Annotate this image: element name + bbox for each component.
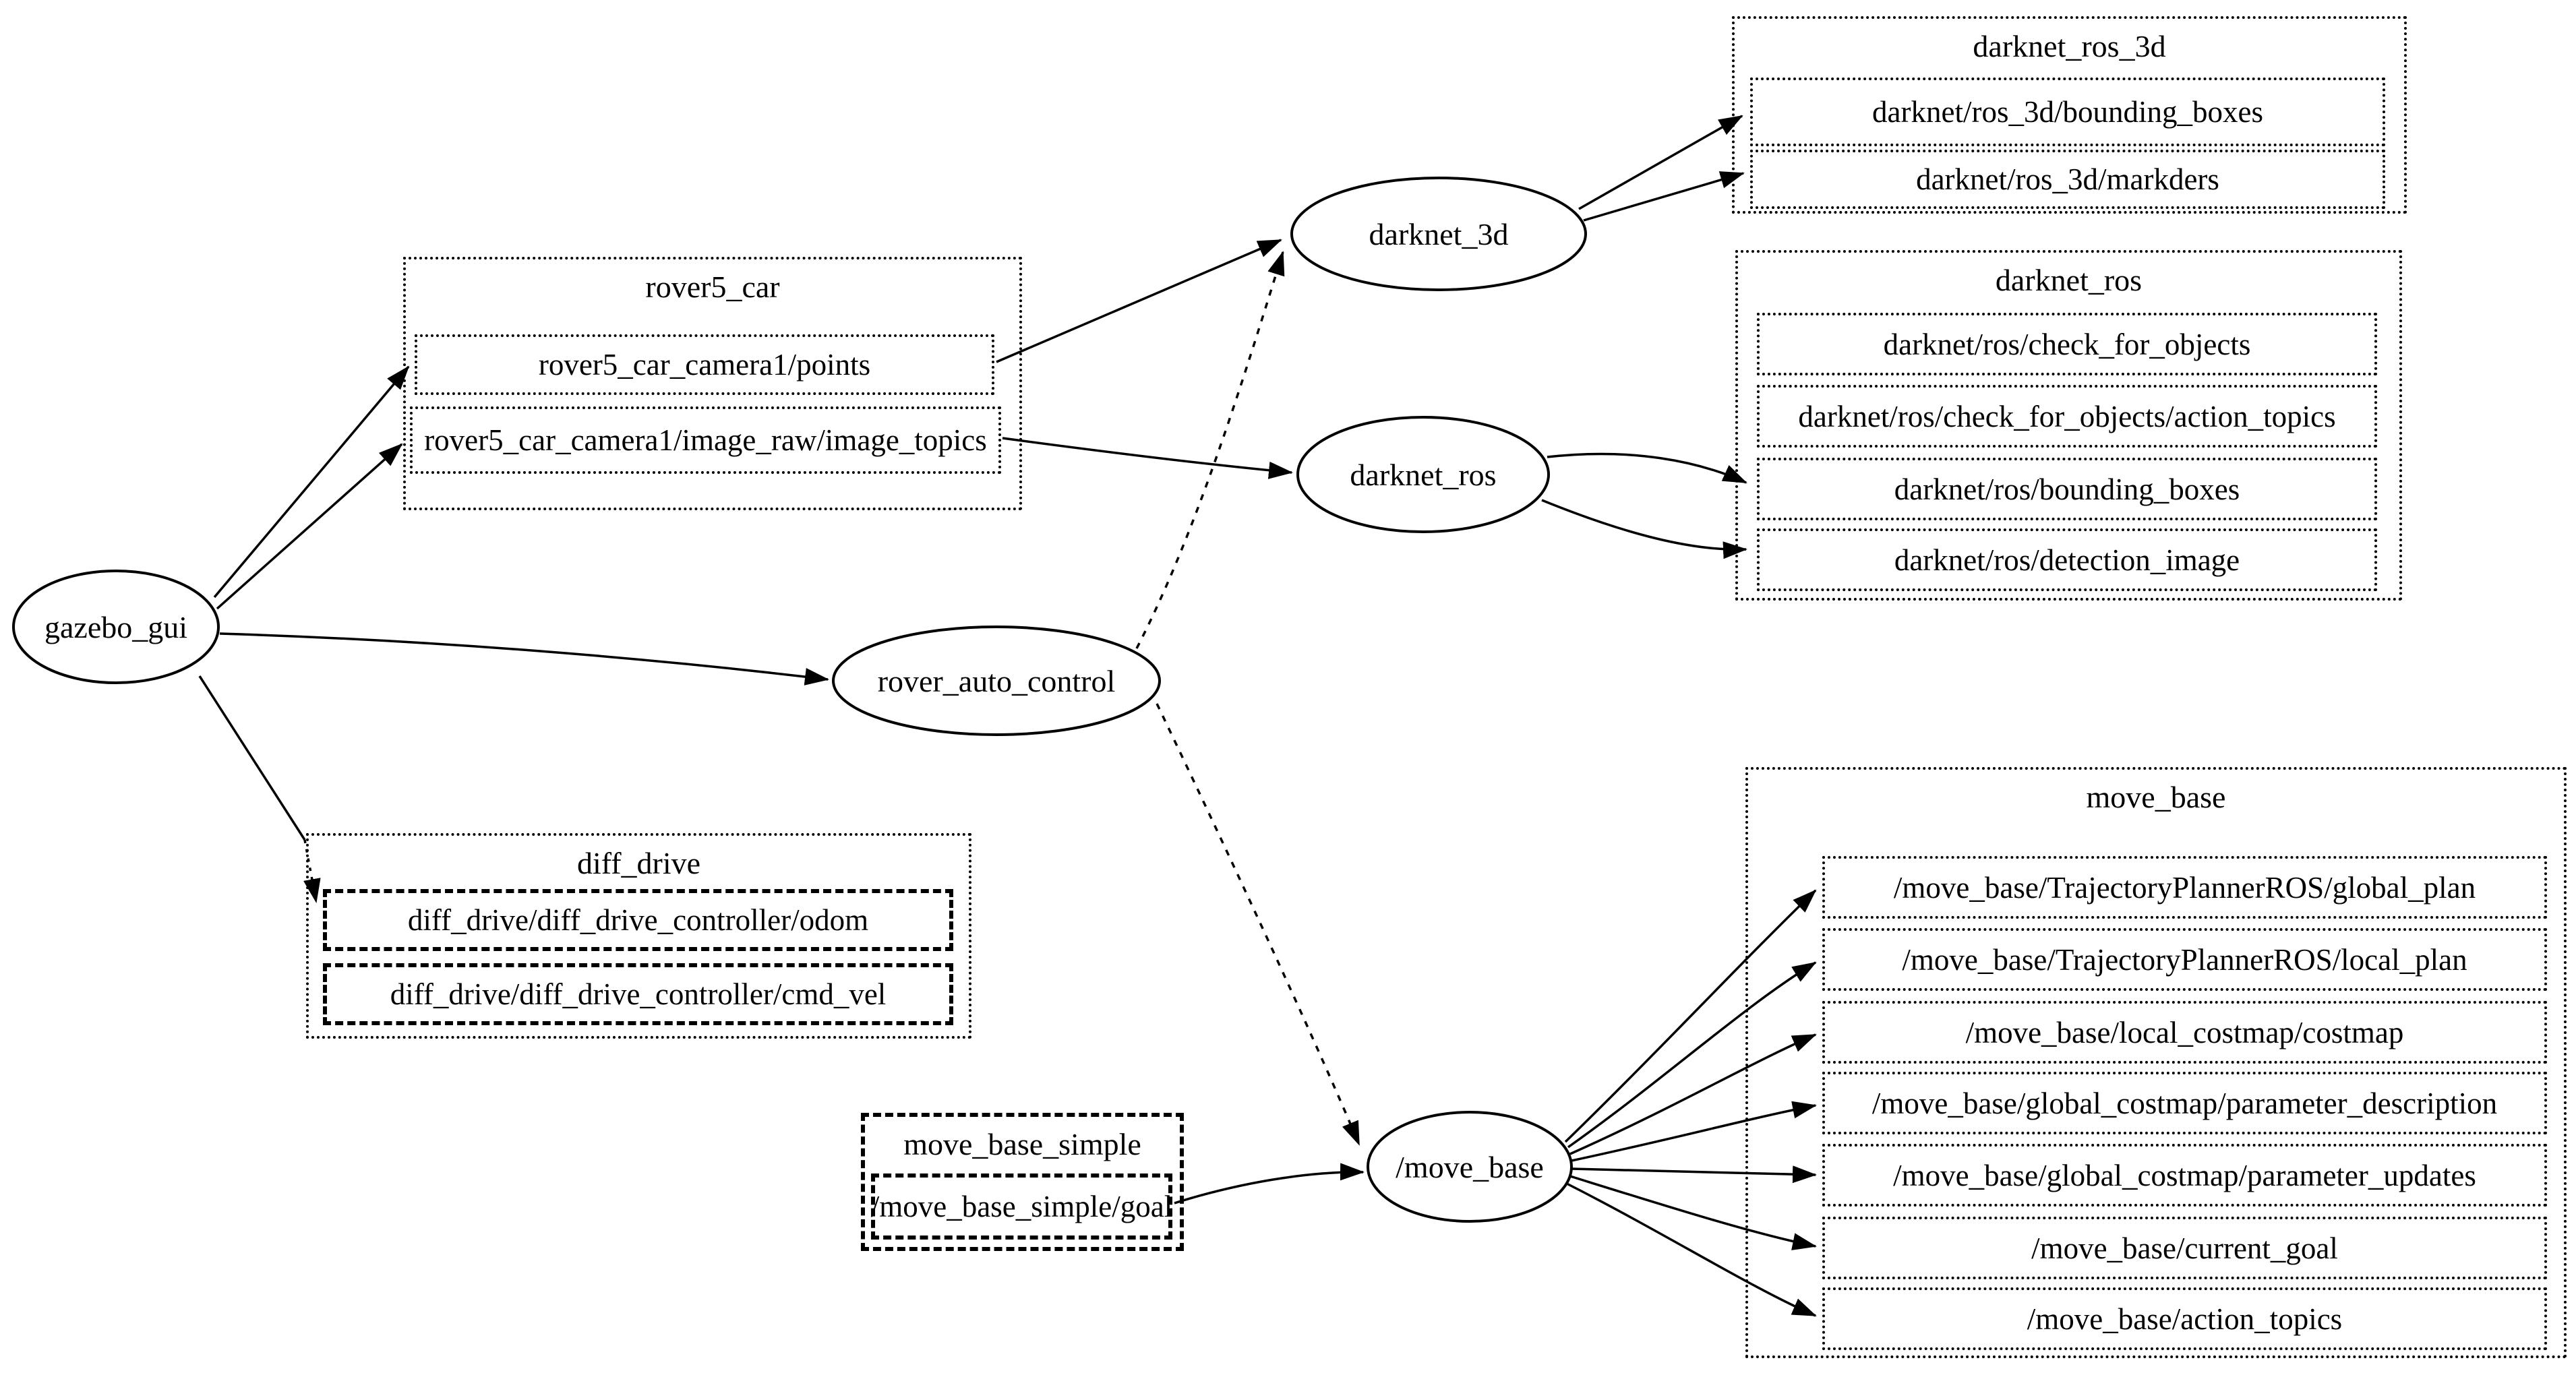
node-gazebo-gui-label: gazebo_gui [44,609,188,644]
topic-global-costmap-parameter-description: /move_base/global_costmap/parameter_desc… [1822,1072,2547,1134]
topic-check-for-objects: darknet/ros/check_for_objects [1757,313,2377,375]
edge-gazebogui-to-diffdrive-corner [198,675,306,841]
topic-ros3d-markders: darknet/ros_3d/markders [1750,150,2385,209]
edge-gazebogui-to-points [213,365,410,599]
topic-rover5-car-image-raw: rover5_car_camera1/image_raw/image_topic… [410,406,1001,474]
node-rover-auto-control-label: rover_auto_control [877,663,1116,698]
cluster-darknet-ros-title: darknet_ros [1995,263,2143,297]
cluster-darknet-ros-3d: darknet_ros_3d [1732,16,2407,214]
edge-movebase-to-globalplan [1564,889,1817,1143]
cluster-darknet-ros-3d-title: darknet_ros_3d [1973,29,2166,63]
cluster-diff-drive-title: diff_drive [576,846,701,880]
topic-trajectory-local-plan: /move_base/TrajectoryPlannerROS/local_pl… [1822,928,2547,991]
topic-check-for-objects-action-topics: darknet/ros/check_for_objects/action_top… [1757,385,2377,448]
cluster-rover5-car: rover5_car [403,257,1022,510]
node-darknet-ros-shape [1296,416,1550,533]
edge-roverautocontrol-to-darknet3d [1135,251,1285,649]
topic-global-costmap-parameter-updates: /move_base/global_costmap/parameter_upda… [1822,1144,2547,1207]
cluster-move-base-simple: move_base_simple [861,1113,1184,1251]
topic-ros3d-bounding-boxes: darknet/ros_3d/bounding_boxes [1750,78,2385,146]
edge-movebase-to-paramupdates [1571,1165,1817,1184]
cluster-darknet-ros: darknet_ros [1735,250,2402,601]
edge-darknet3d-to-ros3d-boundingboxes [1578,115,1743,210]
edge-movebase-to-localcostmap [1569,1033,1817,1155]
edge-darknetros-to-detectionimage [1541,499,1747,559]
cluster-diff-drive: diff_drive [306,833,971,1039]
edge-movebase-to-localplan [1567,961,1817,1149]
topic-rover5-car-points: rover5_car_camera1/points [415,334,994,395]
edge-points-to-darknet3d [996,239,1282,363]
node-move-base-shape [1367,1111,1573,1223]
edge-darknet3d-to-ros3d-markders [1583,171,1745,222]
edge-movebase-to-actiontopics [1566,1182,1817,1317]
node-gazebo-gui-shape [12,570,220,684]
cluster-rover5-car-title: rover5_car [645,270,780,304]
topic-current-goal: /move_base/current_goal [1822,1217,2547,1279]
cluster-move-base: move_base [1745,767,2567,1358]
edge-movebase-to-currentgoal [1569,1175,1817,1250]
edge-gazebogui-to-roverautocontrol [219,632,829,685]
topic-trajectory-global-plan: /move_base/TrajectoryPlannerROS/global_p… [1822,856,2547,919]
edge-gazebogui-to-imageraw [216,443,403,610]
cluster-move-base-title: move_base [2086,780,2226,814]
edge-darknetros-to-boundingboxes [1547,452,1747,484]
node-darknet-3d-label: darknet_3d [1369,216,1509,251]
node-rover-auto-control-shape [832,626,1161,736]
cluster-move-base-simple-title: move_base_simple [903,1127,1141,1161]
topic-diff-drive-cmd-vel: diff_drive/diff_drive_controller/cmd_vel [323,963,953,1025]
topic-darknet-ros-bounding-boxes: darknet/ros/bounding_boxes [1757,458,2377,520]
topic-move-base-simple-goal: /move_base_simple/goal [871,1173,1172,1240]
topic-darknet-ros-detection-image: darknet/ros/detection_image [1757,528,2377,591]
topic-action-topics: /move_base/action_topics [1822,1287,2547,1350]
edge-imageraw-to-darknetros [1002,437,1293,479]
topic-local-costmap: /move_base/local_costmap/costmap [1822,1001,2547,1064]
node-darknet-ros-label: darknet_ros [1350,457,1497,492]
edge-goal-to-movebase [1174,1163,1365,1204]
node-darknet-3d-shape [1290,177,1587,291]
edge-roverautocontrol-to-movebase [1156,703,1360,1146]
node-move-base-label: /move_base [1396,1149,1544,1184]
edge-movebase-to-paramdescription [1571,1101,1817,1162]
topic-diff-drive-odom: diff_drive/diff_drive_controller/odom [323,889,953,951]
